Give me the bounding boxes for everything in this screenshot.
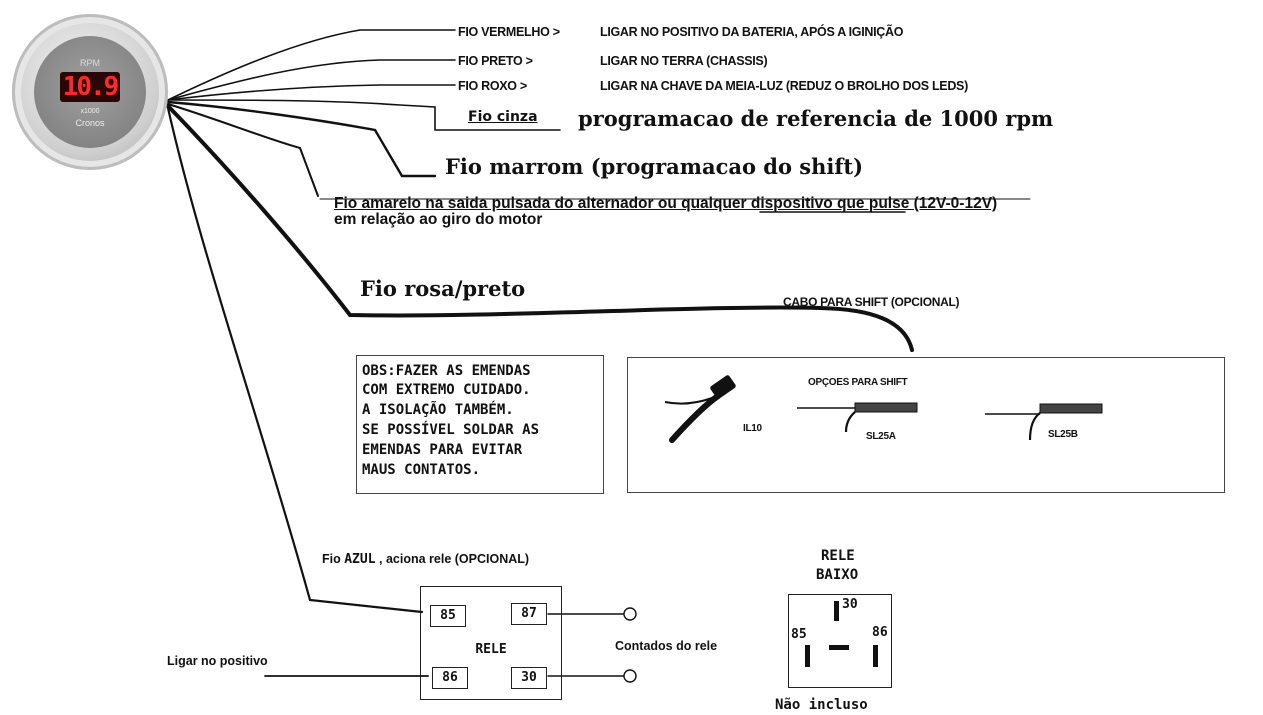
- label-azul-name: AZUL: [344, 552, 376, 567]
- relay-pin-86: 86: [432, 667, 468, 689]
- relay-bottom-bar-86: [873, 645, 878, 667]
- relay-diagram: 85 87 RELE 86 30: [420, 586, 562, 700]
- relay-bottom-diagram: 30 85 86: [788, 594, 892, 688]
- relay-bottom-title-1: RELE: [821, 548, 855, 564]
- wire-vermelho: [167, 29, 456, 101]
- relay-bottom-bar-85: [805, 645, 810, 667]
- wire-amarelo: [167, 103, 319, 197]
- obs-line-2: COM EXTREMO CUIDADO.: [362, 382, 531, 398]
- relay-bottom-pin-85: 85: [791, 627, 807, 642]
- label-azul: Fio AZUL , aciona rele (OPCIONAL): [322, 553, 529, 566]
- contact-terminal-30: [623, 669, 637, 683]
- relay-bottom-pin-30: 30: [842, 597, 858, 612]
- wire-marrom: [166, 100, 437, 178]
- relay-bottom-footer: Não incluso: [775, 697, 868, 713]
- label-cinza-desc: programacao de referencia de 1000 rpm: [578, 106, 1054, 131]
- label-positivo: Ligar no positivo: [167, 654, 268, 668]
- relay-contacts-label: Contados do rele: [615, 639, 718, 653]
- shift-options-label: OPÇOES PARA SHIFT: [808, 377, 908, 388]
- shift-option-il10: IL10: [743, 423, 762, 434]
- label-azul-prefix: Fio: [322, 552, 341, 566]
- obs-line-3: A ISOLAÇÃO TAMBÉM.: [362, 402, 514, 418]
- label-amarelo-line2: em relação ao giro do motor: [334, 211, 543, 228]
- obs-line-1: OBS:FAZER AS EMENDAS: [362, 363, 531, 379]
- label-azul-suffix: , aciona rele (OPCIONAL): [379, 552, 530, 566]
- shift-options-box: [627, 357, 1225, 493]
- label-vermelho-desc: LIGAR NO POSITIVO DA BATERIA, APÓS A IGI…: [600, 25, 904, 39]
- rpm-gauge: RPM 10.9 x1000 Cronos: [12, 14, 168, 170]
- obs-line-5: EMENDAS PARA EVITAR: [362, 442, 523, 458]
- label-marrom: Fio marrom (programacao do shift): [445, 154, 864, 179]
- relay-pin-30: 30: [511, 667, 547, 689]
- obs-note-box: OBS:FAZER AS EMENDAS COM EXTREMO CUIDADO…: [356, 355, 604, 494]
- relay-bottom-pin-86: 86: [872, 625, 888, 640]
- shift-sensor-sl25a-icon: [797, 402, 918, 433]
- wire-preto: [167, 59, 456, 101]
- relay-bottom-title-2: BAIXO: [816, 567, 859, 583]
- label-amarelo-line1: Fio amarelo na saida pulsada do alternad…: [334, 195, 998, 212]
- relay-pin-87: 87: [511, 603, 547, 625]
- shift-option-sl25b: SL25B: [1048, 429, 1078, 440]
- label-cinza-name: Fio cinza: [468, 109, 538, 125]
- gauge-brand: Cronos: [75, 118, 105, 128]
- wire-cinza: [167, 99, 561, 131]
- shift-option-sl25a: SL25A: [866, 431, 896, 442]
- label-preto-desc: LIGAR NO TERRA (CHASSIS): [600, 54, 768, 68]
- shift-cable-title: CABO PARA SHIFT (OPCIONAL): [783, 295, 960, 309]
- obs-line-4: SE POSSÍVEL SOLDAR AS: [362, 422, 540, 438]
- relay-label: RELE: [475, 642, 507, 657]
- relay-pin-85: 85: [430, 605, 466, 627]
- obs-line-6: MAUS CONTATOS.: [362, 462, 481, 478]
- relay-bottom-bar-30: [834, 601, 839, 621]
- shift-sensor-sl25b-icon: [985, 403, 1103, 441]
- label-roxo-desc: LIGAR NA CHAVE DA MEIA-LUZ (REDUZ O BROL…: [600, 79, 968, 93]
- gauge-face: RPM 10.9 x1000 Cronos: [34, 36, 146, 148]
- label-roxo-name: FIO ROXO >: [458, 79, 527, 93]
- label-rosa-preto: Fio rosa/preto: [360, 276, 526, 301]
- wire-rosa-preto: [166, 104, 914, 352]
- relay-bottom-bar-center: [829, 645, 849, 650]
- label-vermelho-name: FIO VERMELHO >: [458, 25, 560, 39]
- contact-terminal-87: [623, 607, 637, 621]
- wire-azul: [166, 106, 424, 614]
- gauge-unit-label: RPM: [80, 58, 100, 68]
- wire-roxo: [167, 84, 456, 101]
- shift-sensor-il10-icon: [664, 375, 736, 443]
- label-preto-name: FIO PRETO >: [458, 54, 533, 68]
- gauge-digital-display: 10.9: [60, 72, 120, 102]
- gauge-multiplier: x1000: [80, 108, 100, 115]
